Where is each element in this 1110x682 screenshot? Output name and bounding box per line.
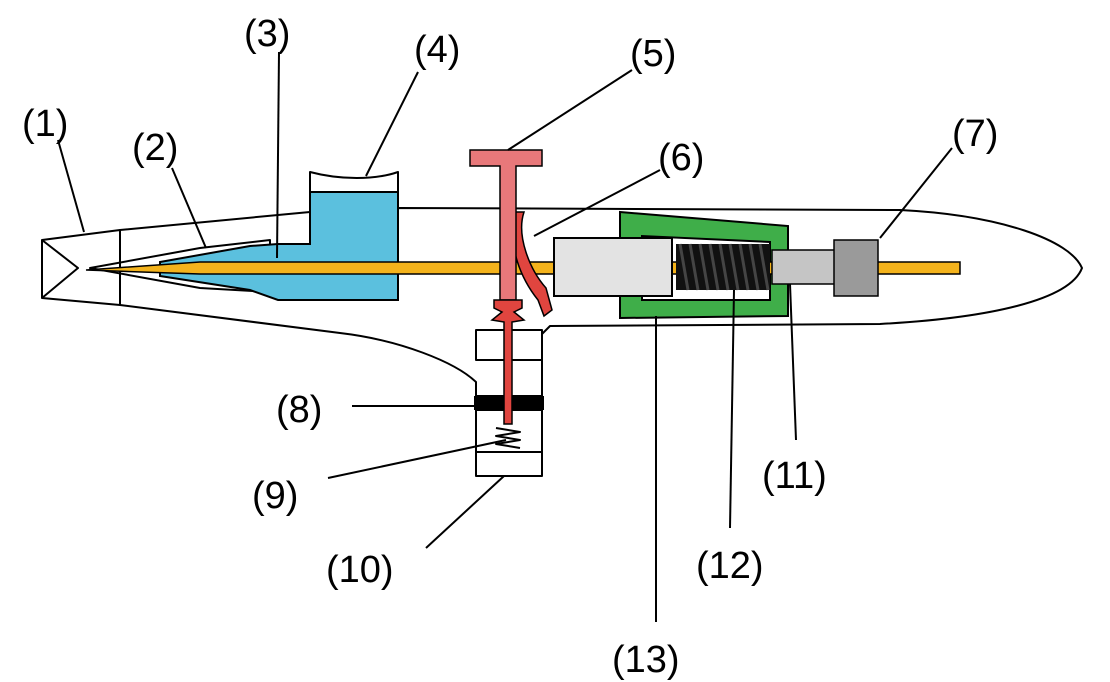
callout-8: (8) [276,389,322,431]
callout-7: (7) [952,113,998,155]
needle-chuck [553,237,673,297]
nozzle-cap [41,229,121,306]
callout-11: (11) [762,455,827,497]
callout-10: (10) [326,549,394,591]
callout-13: (13) [612,639,680,681]
leader-5 [507,69,633,151]
leader-9 [327,439,507,479]
leader-4 [365,71,419,177]
needle-locking-nut [833,239,879,297]
leader-10 [425,475,505,549]
air-valve-spring [495,427,521,449]
leader-7 [879,147,953,239]
nozzle-cap-inner [41,239,79,299]
leader-11 [789,283,797,441]
airbrush-body [119,207,1083,397]
callout-3: (3) [244,13,290,55]
leader-12 [729,289,735,529]
leader-3 [276,51,280,259]
needle-spring-coils [678,243,770,291]
callout-4: (4) [414,29,460,71]
leader-6 [533,169,661,237]
needle-chuck-guide [771,249,837,285]
callout-9: (9) [252,475,298,517]
callout-12: (12) [696,545,764,587]
callout-6: (6) [658,137,704,179]
trigger-valve-stem [490,299,526,425]
leader-2 [171,167,207,249]
callout-1: (1) [22,103,68,145]
callout-2: (2) [132,127,178,169]
paint-cup-rim [309,171,399,193]
leader-1 [57,139,85,233]
callout-5: (5) [630,33,676,75]
